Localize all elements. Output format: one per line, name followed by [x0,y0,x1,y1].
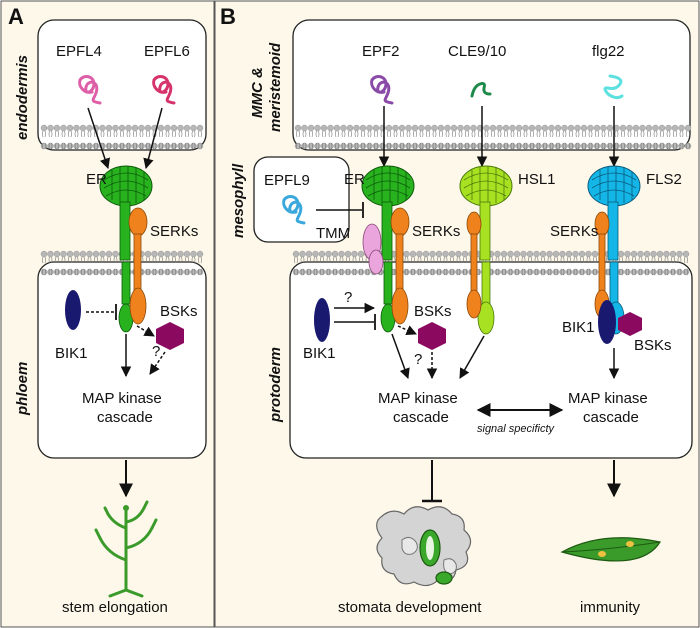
panel-b-hsl1-serk [466,211,482,319]
panel-b-question-mid: ? [414,351,422,368]
panel-b-er-label: ER [344,171,365,188]
stem-flower-bud [123,505,129,511]
panel-a-serks-label: SERKs [150,223,198,240]
panel-a-endodermis-cell [37,19,207,151]
panel-b-er-receptor [361,165,415,333]
panel-b-cle-peptide [470,82,492,98]
panel-b-ligand-flg22-label: flg22 [592,43,625,60]
panel-b-mapk-left-line1: MAP kinase [378,390,458,407]
panel-b-serk-left [390,207,410,325]
panel-b-flg22-peptide [603,74,624,100]
panel-a-ligand-epfl4-label: EPFL4 [56,43,102,60]
panel-b-bsk-right-shape [618,312,642,336]
panel-b-tmm-receptor [362,223,384,275]
panel-b-outcome-left-label: stomata development [338,599,482,616]
panel-a-arrow-er-to-bsk [136,325,155,337]
panel-b-bik1-right-label: BIK1 [562,319,595,336]
panel-a-epfl6-peptide [152,75,176,105]
panel-b-bik1-right-shape [598,300,616,344]
panel-b-mapk-right-line1: MAP kinase [568,390,648,407]
panel-b-arrow-er-to-mapk [391,333,410,379]
panel-b-arrow-hsl1-to-mapk [459,335,485,379]
panel-a-arrow-epfl4 [87,107,110,169]
panel-a-question-mark: ? [152,343,160,360]
panel-b-fls2-label: FLS2 [646,171,682,188]
panel-b-mmc-cell [292,19,691,151]
panel-b-hsl1-label: HSL1 [518,171,556,188]
panel-b-tmm-label: TMM [316,225,350,242]
panel-a-arrow-epfl6 [143,107,163,170]
panel-a-ligand-epfl6-label: EPFL6 [144,43,190,60]
panel-b-mmc-label-line1: MMC & [249,67,266,118]
panel-a-serk-coreceptor [128,207,148,325]
panel-b-mmc-label-line2: meristemoid [267,42,284,132]
panel-b-mesophyll-label: mesophyll [230,163,247,238]
panel-b-epfl9-peptide [282,195,306,225]
panel-b-ligand-epfl9-label: EPFL9 [264,172,310,189]
panel-b-serks-left-label: SERKs [412,223,460,240]
panel-a-mapk-line2: cascade [97,409,153,426]
panel-a-epfl4-peptide [78,75,102,105]
panel-b-letter: B [220,4,236,29]
panel-b-bik1-left-label: BIK1 [303,345,336,362]
panel-a-bik1-shape [65,290,81,330]
panel-a-outcome-label: stem elongation [62,599,168,616]
panel-a-endodermis-label: endodermis [14,55,31,140]
stomata-illustration [376,506,472,587]
panel-b-mapk-right-line2: cascade [583,409,639,426]
leaf-illustration [560,537,661,562]
panel-a-phloem-label: phloem [14,362,31,416]
panel-b-hsl1-receptor [459,165,513,335]
panel-b-ligand-epf2-label: EPF2 [362,43,400,60]
panel-a-er-receptor [99,165,153,333]
panel-b-mapk-left-line2: cascade [393,409,449,426]
panel-b-bsks-right-label: BSKs [634,337,672,354]
panel-b-bsks-left-label: BSKs [414,303,452,320]
panel-b-bik1-left-shape [314,298,330,342]
panel-a-mapk-line1: MAP kinase [82,390,162,407]
stem-plant-illustration [94,500,158,598]
panel-b-mesophyll-cell [253,156,350,243]
panel-a-bsk-shape [156,322,184,350]
panel-b-ligand-cle-label: CLE9/10 [448,43,506,60]
panel-b-outcome-right-label: immunity [580,599,641,616]
panel-b-arrow-er-to-bsk [397,325,417,335]
panel-b-epf2-peptide [370,75,394,105]
panel-a-bik1-label: BIK1 [55,345,88,362]
panel-b-serks-right-label: SERKs [550,223,598,240]
panel-a-er-label: ER [86,171,107,188]
panel-a-arrow-bsk-down [149,351,166,375]
panel-a-letter: A [8,4,24,29]
panel-b-question-top: ? [344,289,352,306]
panel-b-protoderm-label: protoderm [267,347,284,423]
panel-b-bsk-left-shape [418,322,446,350]
panel-a-bsks-label: BSKs [160,303,198,320]
panel-b-specificity-label: signal specificty [477,423,556,435]
